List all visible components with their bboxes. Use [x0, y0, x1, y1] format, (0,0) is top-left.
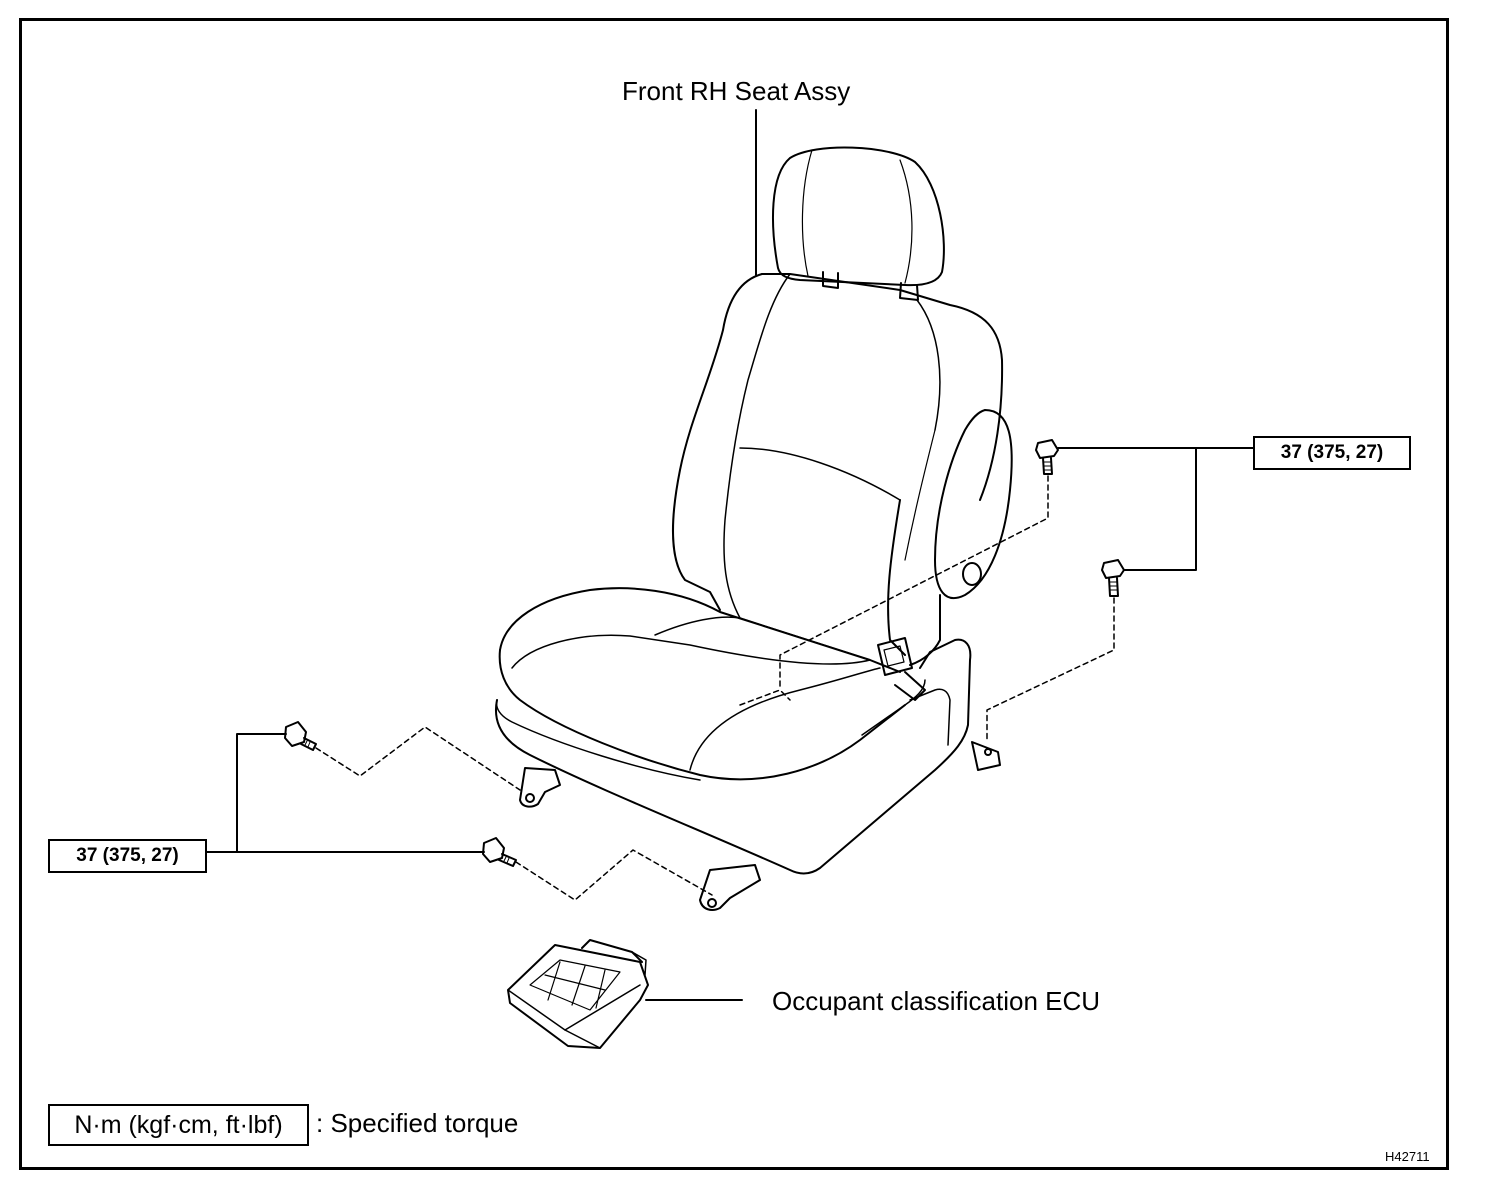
- ecu-label: Occupant classification ECU: [772, 986, 1101, 1016]
- legend-unit-box: N·m (kgf·cm, ft·lbf): [48, 1104, 309, 1146]
- torque-label-left: 37 (375, 27): [48, 839, 207, 873]
- seat-frame: [495, 638, 1001, 911]
- ecu-module: [507, 939, 743, 1049]
- title-label: Front RH Seat Assy: [622, 76, 851, 106]
- legend-description: : Specified torque: [316, 1108, 519, 1138]
- bolt-install-paths: [315, 475, 1115, 901]
- left-lower-bolt: [482, 837, 517, 867]
- right-lower-bolt: [1101, 559, 1125, 597]
- figure-code: H42711: [1385, 1149, 1430, 1164]
- seatback: [672, 273, 1004, 656]
- left-torque-leader: [205, 733, 485, 853]
- right-upper-bolt: [1035, 439, 1059, 475]
- headrest: [772, 146, 945, 301]
- recliner-cover: [909, 409, 1013, 666]
- left-upper-bolt: [284, 721, 317, 751]
- diagram-frame: [19, 18, 1449, 1170]
- right-torque-leader: [1057, 447, 1256, 571]
- seat-cushion: [498, 587, 926, 781]
- torque-label-right: 37 (375, 27): [1253, 436, 1411, 470]
